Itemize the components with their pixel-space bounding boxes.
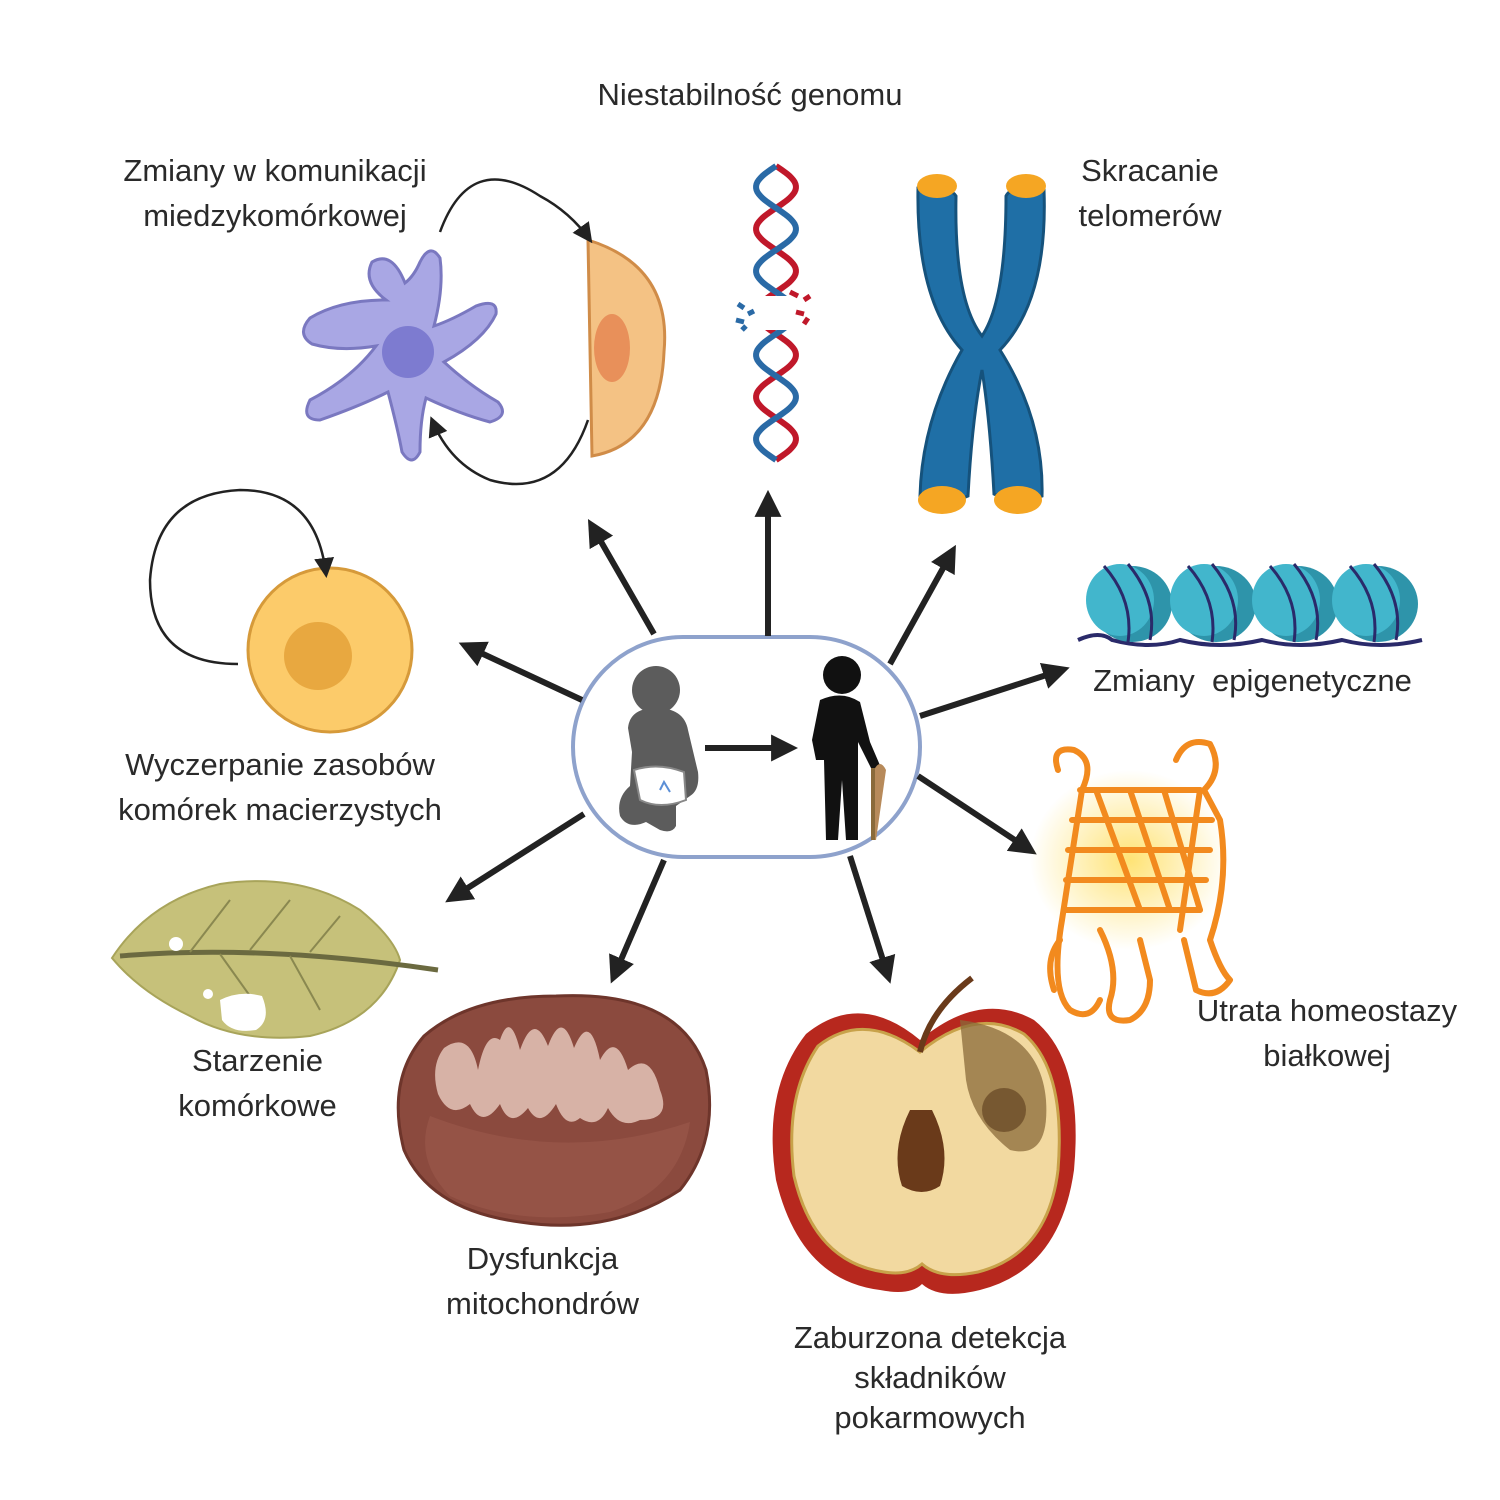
arrow-to-telomeres [887, 544, 956, 666]
label-nutrient-line-3: pokarmowych [834, 1400, 1026, 1435]
elderly-person-with-cane-icon [812, 656, 886, 840]
arrow-to-stemcell [458, 641, 584, 703]
arrow-to-proteostasis [916, 773, 1037, 855]
label-nutrient: Zaburzona detekcja składników pokarmowyc… [760, 1318, 1100, 1438]
nucleosome-disc [1332, 563, 1418, 643]
dna-double-helix-icon [735, 163, 812, 463]
arrow-to-mitochondria [609, 858, 667, 984]
label-stemcell: Wyczerpanie zasobów komórek macierzystyc… [80, 742, 480, 832]
arrow-to-communication [587, 518, 657, 636]
nucleosome-disc [1252, 563, 1338, 643]
baby-icon [619, 666, 699, 832]
label-telomeres-line-1: Skracanie [1081, 153, 1219, 188]
label-epigenetic: Zmiany epigenetyczne [1070, 658, 1435, 703]
label-nutrient-line-1: Zaburzona detekcja [793, 1320, 1067, 1355]
nucleosome-disc [1170, 563, 1256, 643]
radial-arrows [445, 489, 1070, 984]
label-stemcell-line-1: Wyczerpanie zasobów [125, 747, 435, 782]
label-telomeres: Skracanie telomerów [1060, 148, 1240, 238]
rotten-apple-icon [772, 975, 1076, 1294]
label-mitochondria: Dysfunkcja mitochondrów [400, 1236, 685, 1326]
label-communication-line-1: Zmiany w komunikacji [123, 153, 427, 188]
center-box [571, 635, 922, 859]
arrow-to-senescence [445, 811, 586, 903]
cell-communication-icon [302, 178, 667, 486]
label-proteostasis: Utrata homeostazy białkowej [1172, 988, 1482, 1078]
stem-cell-icon [148, 488, 414, 734]
nucleosome-chain-icon [1077, 563, 1423, 647]
label-senescence-line-1: Starzenie [192, 1043, 323, 1078]
label-proteostasis-line-1: Utrata homeostazy [1196, 993, 1458, 1028]
label-senescence-line-2: komórkowe [178, 1088, 337, 1123]
arrow-to-epigenetic [919, 662, 1070, 719]
withered-leaf-icon [110, 880, 439, 1039]
label-communication: Zmiany w komunikacji miedzykomórkowej [90, 148, 460, 238]
label-genome: Niestabilność genomu [570, 72, 930, 117]
nucleosome-disc [1086, 563, 1172, 643]
label-epigenetic-line-1: Zmiany epigenetyczne [1093, 663, 1412, 698]
label-proteostasis-line-2: białkowej [1263, 1038, 1391, 1073]
label-mitochondria-line-2: mitochondrów [446, 1286, 639, 1321]
protein-icon [1030, 739, 1233, 1024]
label-senescence: Starzenie komórkowe [145, 1038, 370, 1128]
label-stemcell-line-2: komórek macierzystych [118, 792, 442, 827]
label-nutrient-line-2: składników [854, 1360, 1006, 1395]
arrow-to-nutrient [847, 855, 896, 984]
label-genome-line-1: Niestabilność genomu [597, 77, 903, 112]
label-communication-line-2: miedzykomórkowej [143, 198, 407, 233]
mitochondrion-icon [396, 994, 712, 1227]
label-mitochondria-line-1: Dysfunkcja [466, 1241, 619, 1276]
chromosome-icon [916, 174, 1046, 514]
label-telomeres-line-2: telomerów [1078, 198, 1222, 233]
